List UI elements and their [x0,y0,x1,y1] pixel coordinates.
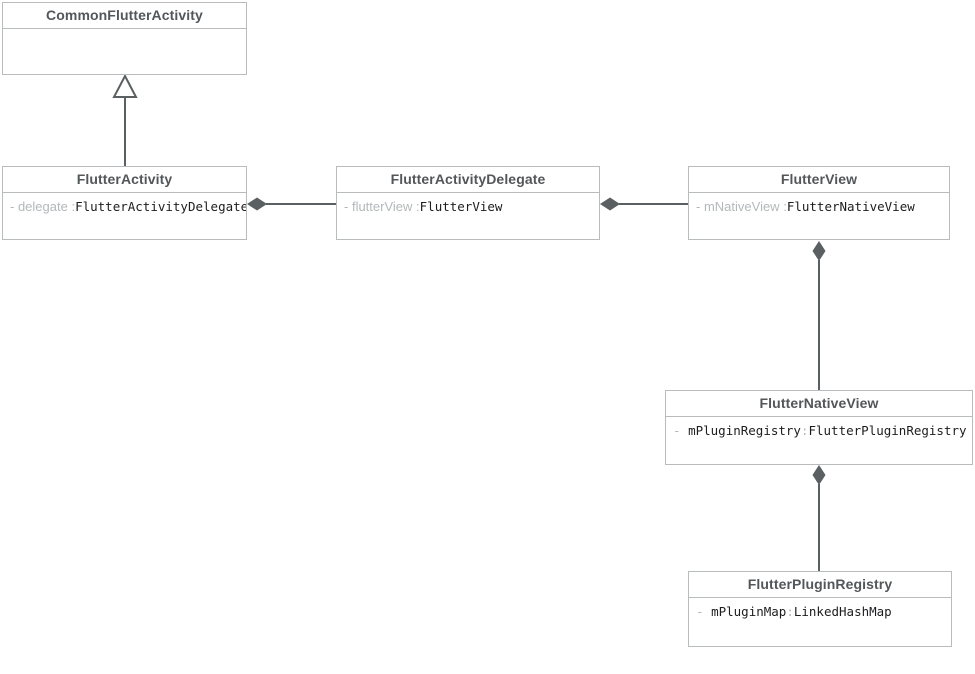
attribute-type: FlutterActivityDelegate [75,198,246,214]
generalization-triangle-icon [112,73,138,98]
attribute-name: mNativeView [703,198,780,214]
attribute-name: mPluginMap [711,603,787,619]
attribute-row: - flutterView :FlutterView [344,198,592,216]
class-box-flutter-plugin-registry[interactable]: FlutterPluginRegistry - mPluginMap:Linke… [688,571,952,647]
class-box-flutter-native-view[interactable]: FlutterNativeView - mPluginRegistry:Flut… [665,390,973,465]
attribute-colon: : [779,198,787,214]
attribute-type: FlutterView [419,198,503,214]
attribute-row: - mPluginMap:LinkedHashMap [696,603,944,621]
attribute-visibility: - [344,198,352,214]
attribute-name: flutterView [351,198,413,214]
composition-diamond-icon [812,241,826,261]
attribute-type: FlutterPluginRegistry [808,422,967,438]
attribute-colon: : [800,422,809,438]
class-box-flutter-view[interactable]: FlutterView - mNativeView :FlutterNative… [688,166,950,240]
attribute-row: - mNativeView :FlutterNativeView [696,198,942,216]
attribute-colon: : [412,198,420,214]
attribute-visibility: - [696,603,712,619]
attribute-row: - mPluginRegistry:FlutterPluginRegistry [673,422,967,440]
attribute-visibility: - [10,198,18,214]
composition-diamond-icon [600,197,620,211]
attribute-visibility: - [673,422,689,438]
class-attributes: - mPluginMap:LinkedHashMap [689,598,951,626]
class-title: FlutterActivityDelegate [337,167,599,193]
class-title: CommonFlutterActivity [3,3,246,29]
class-title: FlutterView [689,167,949,193]
composition-diamond-icon [812,465,826,485]
attribute-visibility: - [696,198,704,214]
attribute-name: delegate [17,198,68,214]
class-attributes: - mNativeView :FlutterNativeView [689,193,949,221]
class-attributes: - delegate :FlutterActivityDelegate [3,193,246,221]
attribute-name: mPluginRegistry [688,422,801,438]
class-attributes: - flutterView :FlutterView [337,193,599,221]
class-attributes-empty [3,29,246,39]
composition-diamond-icon [247,197,267,211]
class-title: FlutterNativeView [666,391,972,417]
attribute-colon: : [67,198,76,214]
attribute-type: FlutterNativeView [786,198,915,214]
class-attributes: - mPluginRegistry:FlutterPluginRegistry [666,417,972,445]
class-title: FlutterActivity [3,167,246,193]
class-box-flutter-activity[interactable]: FlutterActivity - delegate :FlutterActiv… [2,166,247,240]
attribute-colon: : [786,603,794,619]
class-title: FlutterPluginRegistry [689,572,951,598]
class-box-common-flutter-activity[interactable]: CommonFlutterActivity [2,2,247,75]
class-box-flutter-activity-delegate[interactable]: FlutterActivityDelegate - flutterView :F… [336,166,600,240]
attribute-type: LinkedHashMap [793,603,892,619]
attribute-row: - delegate :FlutterActivityDelegate [10,198,246,216]
